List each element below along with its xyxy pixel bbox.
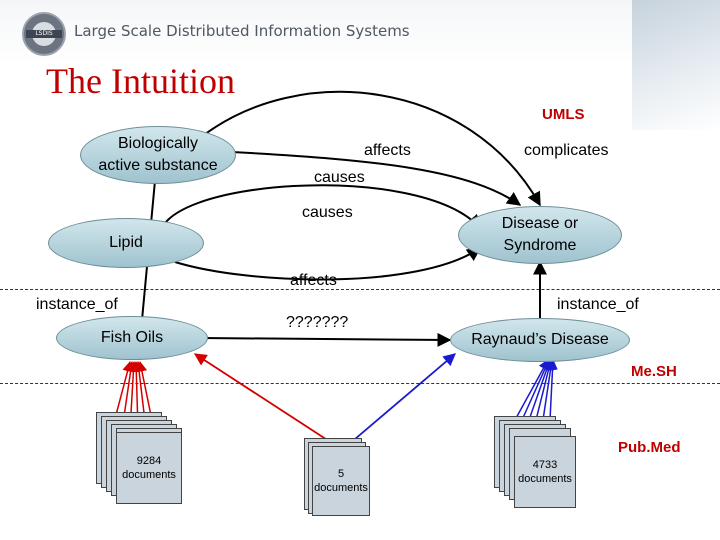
edge-complicates (231, 151, 522, 206)
node-disease-line2: Syndrome (503, 237, 577, 254)
node-disease-or-syndrome: Disease or Syndrome (458, 206, 622, 264)
edge-label-affects-bottom: affects (290, 272, 337, 289)
umls-label: UMLS (542, 106, 585, 123)
doc-stack-left-front: 9284 documents (116, 432, 182, 504)
edge-causes-loop (158, 184, 481, 241)
node-bio-line1: Biologically (117, 135, 199, 152)
edge-label-affects-top: affects (364, 142, 411, 159)
doc-left-word: documents (122, 469, 176, 481)
edge-label-instance-of-right: instance_of (557, 296, 639, 313)
corner-decoration (632, 0, 720, 130)
separator-mesh (0, 383, 720, 384)
lsdis-logo: LSDIS (22, 12, 66, 56)
edge-label-instance-of-left: instance_of (36, 296, 118, 313)
edge-label-causes-1: causes (314, 169, 365, 186)
node-bio-line2: active substance (98, 157, 218, 174)
doc-stack-middle-front: 5 documents (312, 446, 370, 516)
header-banner: LSDIS Large Scale Distributed Informatio… (0, 0, 720, 64)
edge-label-complicates: complicates (524, 142, 609, 159)
node-raynaud-label: Raynaud’s Disease (471, 331, 609, 348)
node-fish-oils: Fish Oils (56, 316, 208, 360)
doc-right-word: documents (518, 473, 572, 485)
node-lipid-label: Lipid (109, 234, 143, 251)
system-name: Large Scale Distributed Information Syst… (74, 22, 410, 40)
edge-affects-top (199, 90, 541, 207)
slide-title: The Intuition (46, 61, 235, 101)
node-lipid: Lipid (48, 218, 204, 268)
edge-label-causes-2: causes (302, 204, 353, 221)
edge-affects-bottom (174, 247, 482, 281)
node-disease-line1: Disease or (501, 215, 579, 232)
edge-unknown (199, 332, 452, 347)
doc-stack-right-front: 4733 documents (514, 436, 576, 508)
pubmed-label: Pub.Med (618, 439, 681, 456)
node-fish-oils-label: Fish Oils (100, 329, 164, 346)
edge-label-unknown: ??????? (286, 314, 349, 331)
doc-middle-count: 5 (337, 468, 345, 480)
doc-left-count: 9284 (136, 455, 162, 467)
separator-umls (0, 289, 720, 290)
node-biologically-active-substance: Biologically active substance (80, 126, 236, 184)
doc-middle-word: documents (314, 482, 368, 494)
logo-text: LSDIS (26, 30, 62, 38)
node-raynauds-disease: Raynaud’s Disease (450, 318, 630, 362)
doc-right-count: 4733 (532, 459, 558, 471)
mesh-label: Me.SH (631, 363, 677, 380)
